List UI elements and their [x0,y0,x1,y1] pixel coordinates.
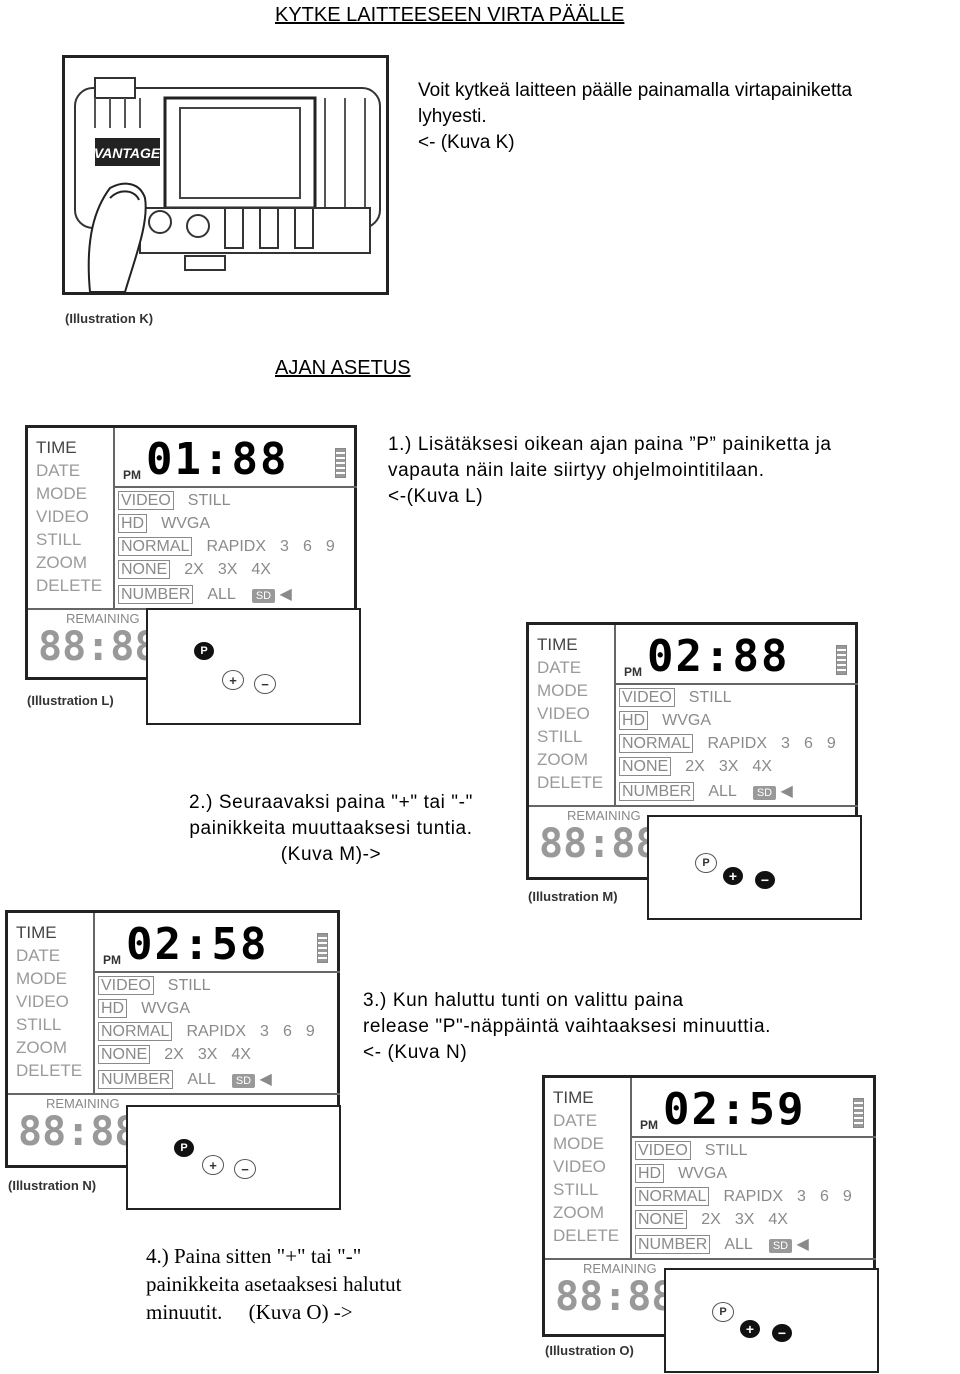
step-1-line-2: vapauta näin laite siirtyy ohjelmointiti… [388,460,765,481]
illustration-o-buttons-inset: P + − [664,1268,879,1373]
illustration-k-device: VANTAGE [62,55,389,295]
caption-illustration-n: (Illustration N) [8,1178,97,1193]
lcd-menu-still: STILL [36,530,82,549]
illustration-m-buttons-inset: P + − [647,815,862,920]
step-4-line-3: minuutit. (Kuva O) -> [146,1300,353,1324]
step-2-text: 2.) Seuraavaksi paina "+" tai "-" painik… [146,790,516,868]
brand-logo: VANTAGE [94,145,161,161]
step-2-line-2: painikkeita muuttaaksesi tuntia. [189,818,473,839]
intro-line-2: lyhyesti. [418,106,487,127]
p-button[interactable]: P [695,853,717,873]
caption-illustration-o: (Illustration O) [545,1343,634,1358]
p-button[interactable]: P [174,1139,194,1157]
step-2-line-3: (Kuva M)-> [280,844,382,865]
step-2-line-1: 2.) Seuraavaksi paina "+" tai "-" [189,792,473,813]
battery-icon [317,933,328,963]
step-3-line-2: release "P"-näppäintä vaihtaaksesi minuu… [363,1016,772,1037]
lcd-menu-date: DATE [36,461,81,480]
step-3-text: 3.) Kun haluttu tunti on valittu paina r… [363,988,958,1066]
minus-button[interactable]: − [234,1159,256,1179]
step-4-text: 4.) Paina sitten "+" tai "-" painikkeita… [146,1242,526,1326]
plus-button[interactable]: + [222,670,244,690]
minus-button[interactable]: − [772,1324,792,1342]
step-3-line-1: 3.) Kun haluttu tunti on valittu paina [363,990,684,1011]
illustration-l-buttons-inset: P + − [146,608,361,725]
lcd-menu-delete: DELETE [36,576,103,595]
p-button[interactable]: P [194,642,214,660]
battery-icon [335,448,346,478]
section-heading-time: AJAN ASETUS [275,357,411,379]
step-4-line-2: painikkeita asetaaksesi halutut [146,1272,402,1296]
caption-illustration-k: (Illustration K) [65,311,154,326]
battery-icon [836,645,847,675]
step-4-line-1: 4.) Paina sitten "+" tai "-" [146,1244,362,1268]
lcd-menu-mode: MODE [36,484,87,503]
step-1-text: 1.) Lisätäksesi oikean ajan paina ”P” pa… [388,432,958,510]
section-heading-power: KYTKE LAITTEESEEN VIRTA PÄÄLLE [275,4,625,26]
device-drawing: VANTAGE [74,77,381,293]
lcd-time-digits: 02:58 [126,919,269,970]
lcd-menu-time: TIME [36,438,77,457]
illustration-n-buttons-inset: P + − [126,1105,341,1210]
lcd-menu: TIME DATE MODE VIDEO STILL ZOOM DELETE [36,436,102,597]
step-3-line-3: <- (Kuva N) [363,1042,468,1063]
step-1-line-1: 1.) Lisätäksesi oikean ajan paina ”P” pa… [388,434,832,455]
caption-illustration-m: (Illustration M) [528,889,618,904]
speaker-icon: ◀ [279,586,292,603]
sd-badge: SD [251,589,276,603]
lcd-time-digits: 01:88 [146,434,289,485]
lcd-time-digits: 02:88 [647,631,790,682]
lcd-remaining-label: REMAINING [66,611,140,626]
intro-line-3: <- (Kuva K) [418,132,515,153]
plus-button[interactable]: + [723,867,743,885]
lcd-menu-zoom: ZOOM [36,553,87,572]
lcd-menu-video: VIDEO [36,507,89,526]
lcd-remaining-digits: 88:88 [38,624,159,670]
step-1-line-3: <-(Kuva L) [388,486,484,507]
lcd-pm: PM [123,468,141,482]
caption-illustration-l: (Illustration L) [27,693,114,708]
p-button[interactable]: P [712,1302,734,1322]
minus-button[interactable]: − [254,674,276,694]
minus-button[interactable]: − [755,871,775,889]
intro-text: Voit kytkeä laitteen päälle painamalla v… [418,78,958,156]
plus-button[interactable]: + [202,1155,224,1175]
lcd-time-digits: 02:59 [663,1084,806,1135]
battery-icon [853,1098,864,1128]
intro-line-1: Voit kytkeä laitteen päälle painamalla v… [418,80,853,101]
plus-button[interactable]: + [740,1320,760,1338]
